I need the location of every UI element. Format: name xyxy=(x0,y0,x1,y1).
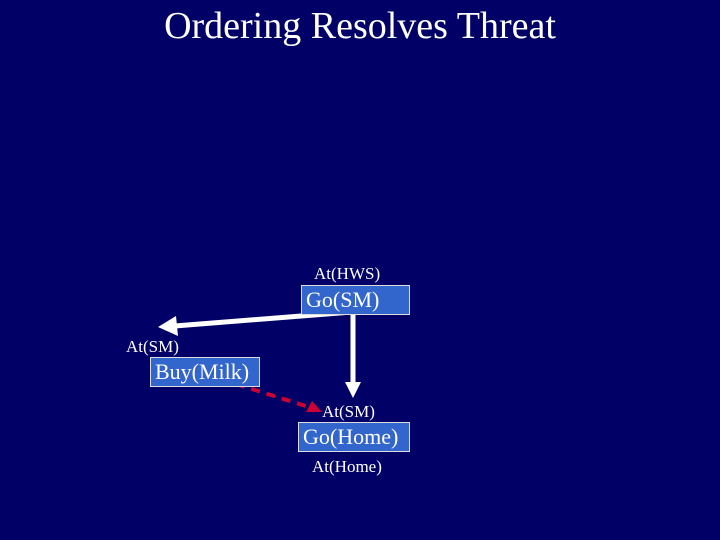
go-sm-action-box: Go(SM) xyxy=(301,285,410,315)
go-home-effect: At(Home) xyxy=(312,457,382,476)
go-home-action-box: Go(Home) xyxy=(298,422,410,452)
ordering-link-arrowhead xyxy=(306,401,322,412)
go-home-precondition: At(SM) xyxy=(322,402,375,421)
go-sm-precondition: At(HWS) xyxy=(314,264,381,283)
slide-title: Ordering Resolves Threat xyxy=(164,5,556,47)
causal-link-arrowhead-left xyxy=(158,316,178,336)
buy-milk-action-box: Buy(Milk) xyxy=(150,357,260,387)
ordering-link-buymilk-before-gohome xyxy=(235,382,313,410)
causal-link-arrowhead-down xyxy=(345,382,361,398)
buy-milk-precondition: At(SM) xyxy=(126,337,179,356)
